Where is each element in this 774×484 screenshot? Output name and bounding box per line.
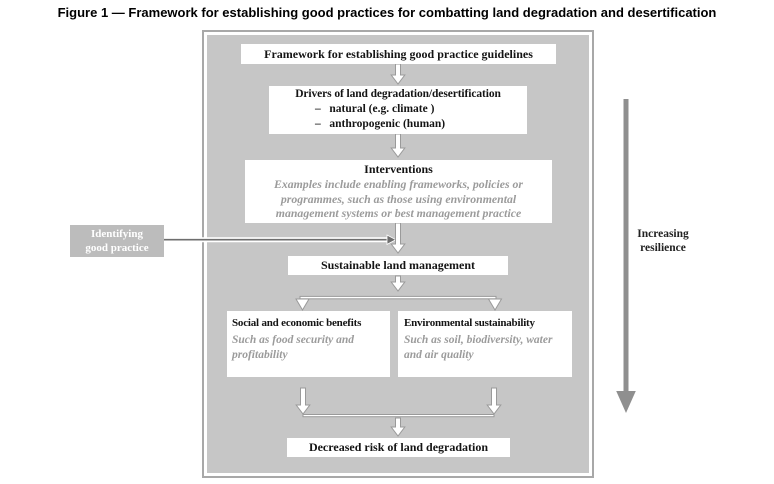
- arrow-down-icon: [390, 133, 406, 158]
- environmental-heading: Environmental sustainability: [404, 317, 535, 329]
- social-heading: Social and economic benefits: [232, 317, 362, 329]
- sustainable-land-management-box: Sustainable land management: [288, 256, 508, 275]
- increasing-resilience-label: Increasing resilience: [627, 227, 699, 255]
- environmental-sustainability-box: Environmental sustainability Such as soi…: [398, 311, 572, 377]
- identifying-label-line2: good practice: [85, 242, 149, 254]
- drivers-bullet: – natural (e.g. climate ): [315, 103, 435, 115]
- framework-label: Framework for establishing good practice…: [264, 46, 533, 61]
- interventions-box: Interventions Examples include enabling …: [245, 160, 552, 223]
- resilience-arrow-icon: [616, 99, 636, 413]
- identifying-label-line1: Identifying: [91, 228, 143, 240]
- drivers-heading: Drivers of land degradation/desertificat…: [295, 88, 501, 100]
- split-connector-icon: [295, 295, 503, 311]
- resilience-label-line2: resilience: [640, 242, 686, 254]
- figure-caption: Figure 1 — Framework for establishing go…: [57, 5, 717, 20]
- identifying-arrow-icon: [163, 234, 397, 246]
- drivers-box: Drivers of land degradation/desertificat…: [269, 86, 527, 134]
- arrow-down-icon: [390, 63, 406, 85]
- arrow-down-icon: [486, 387, 502, 415]
- framework-box: Framework for establishing good practice…: [241, 44, 556, 64]
- social-examples: Such as food security and profitability: [232, 334, 355, 361]
- decreased-risk-box: Decreased risk of land degradation: [287, 438, 510, 457]
- arrow-down-icon: [390, 275, 406, 292]
- decreased-risk-label: Decreased risk of land degradation: [308, 440, 489, 454]
- arrow-down-icon: [390, 222, 406, 254]
- identifying-good-practice-box: Identifying good practice: [70, 225, 164, 257]
- merge-connector-icon: [302, 414, 495, 418]
- slm-label: Sustainable land management: [320, 258, 476, 272]
- interventions-examples: Examples include enabling frameworks, po…: [273, 177, 524, 220]
- drivers-bullet: – anthropogenic (human): [315, 118, 446, 130]
- arrow-down-icon: [390, 417, 406, 437]
- arrow-down-icon: [295, 387, 311, 415]
- interventions-heading: Interventions: [364, 162, 433, 176]
- resilience-label-line1: Increasing: [637, 228, 689, 240]
- social-benefits-box: Social and economic benefits Such as foo…: [227, 311, 390, 377]
- environmental-examples: Such as soil, biodiversity, water and ai…: [404, 334, 553, 361]
